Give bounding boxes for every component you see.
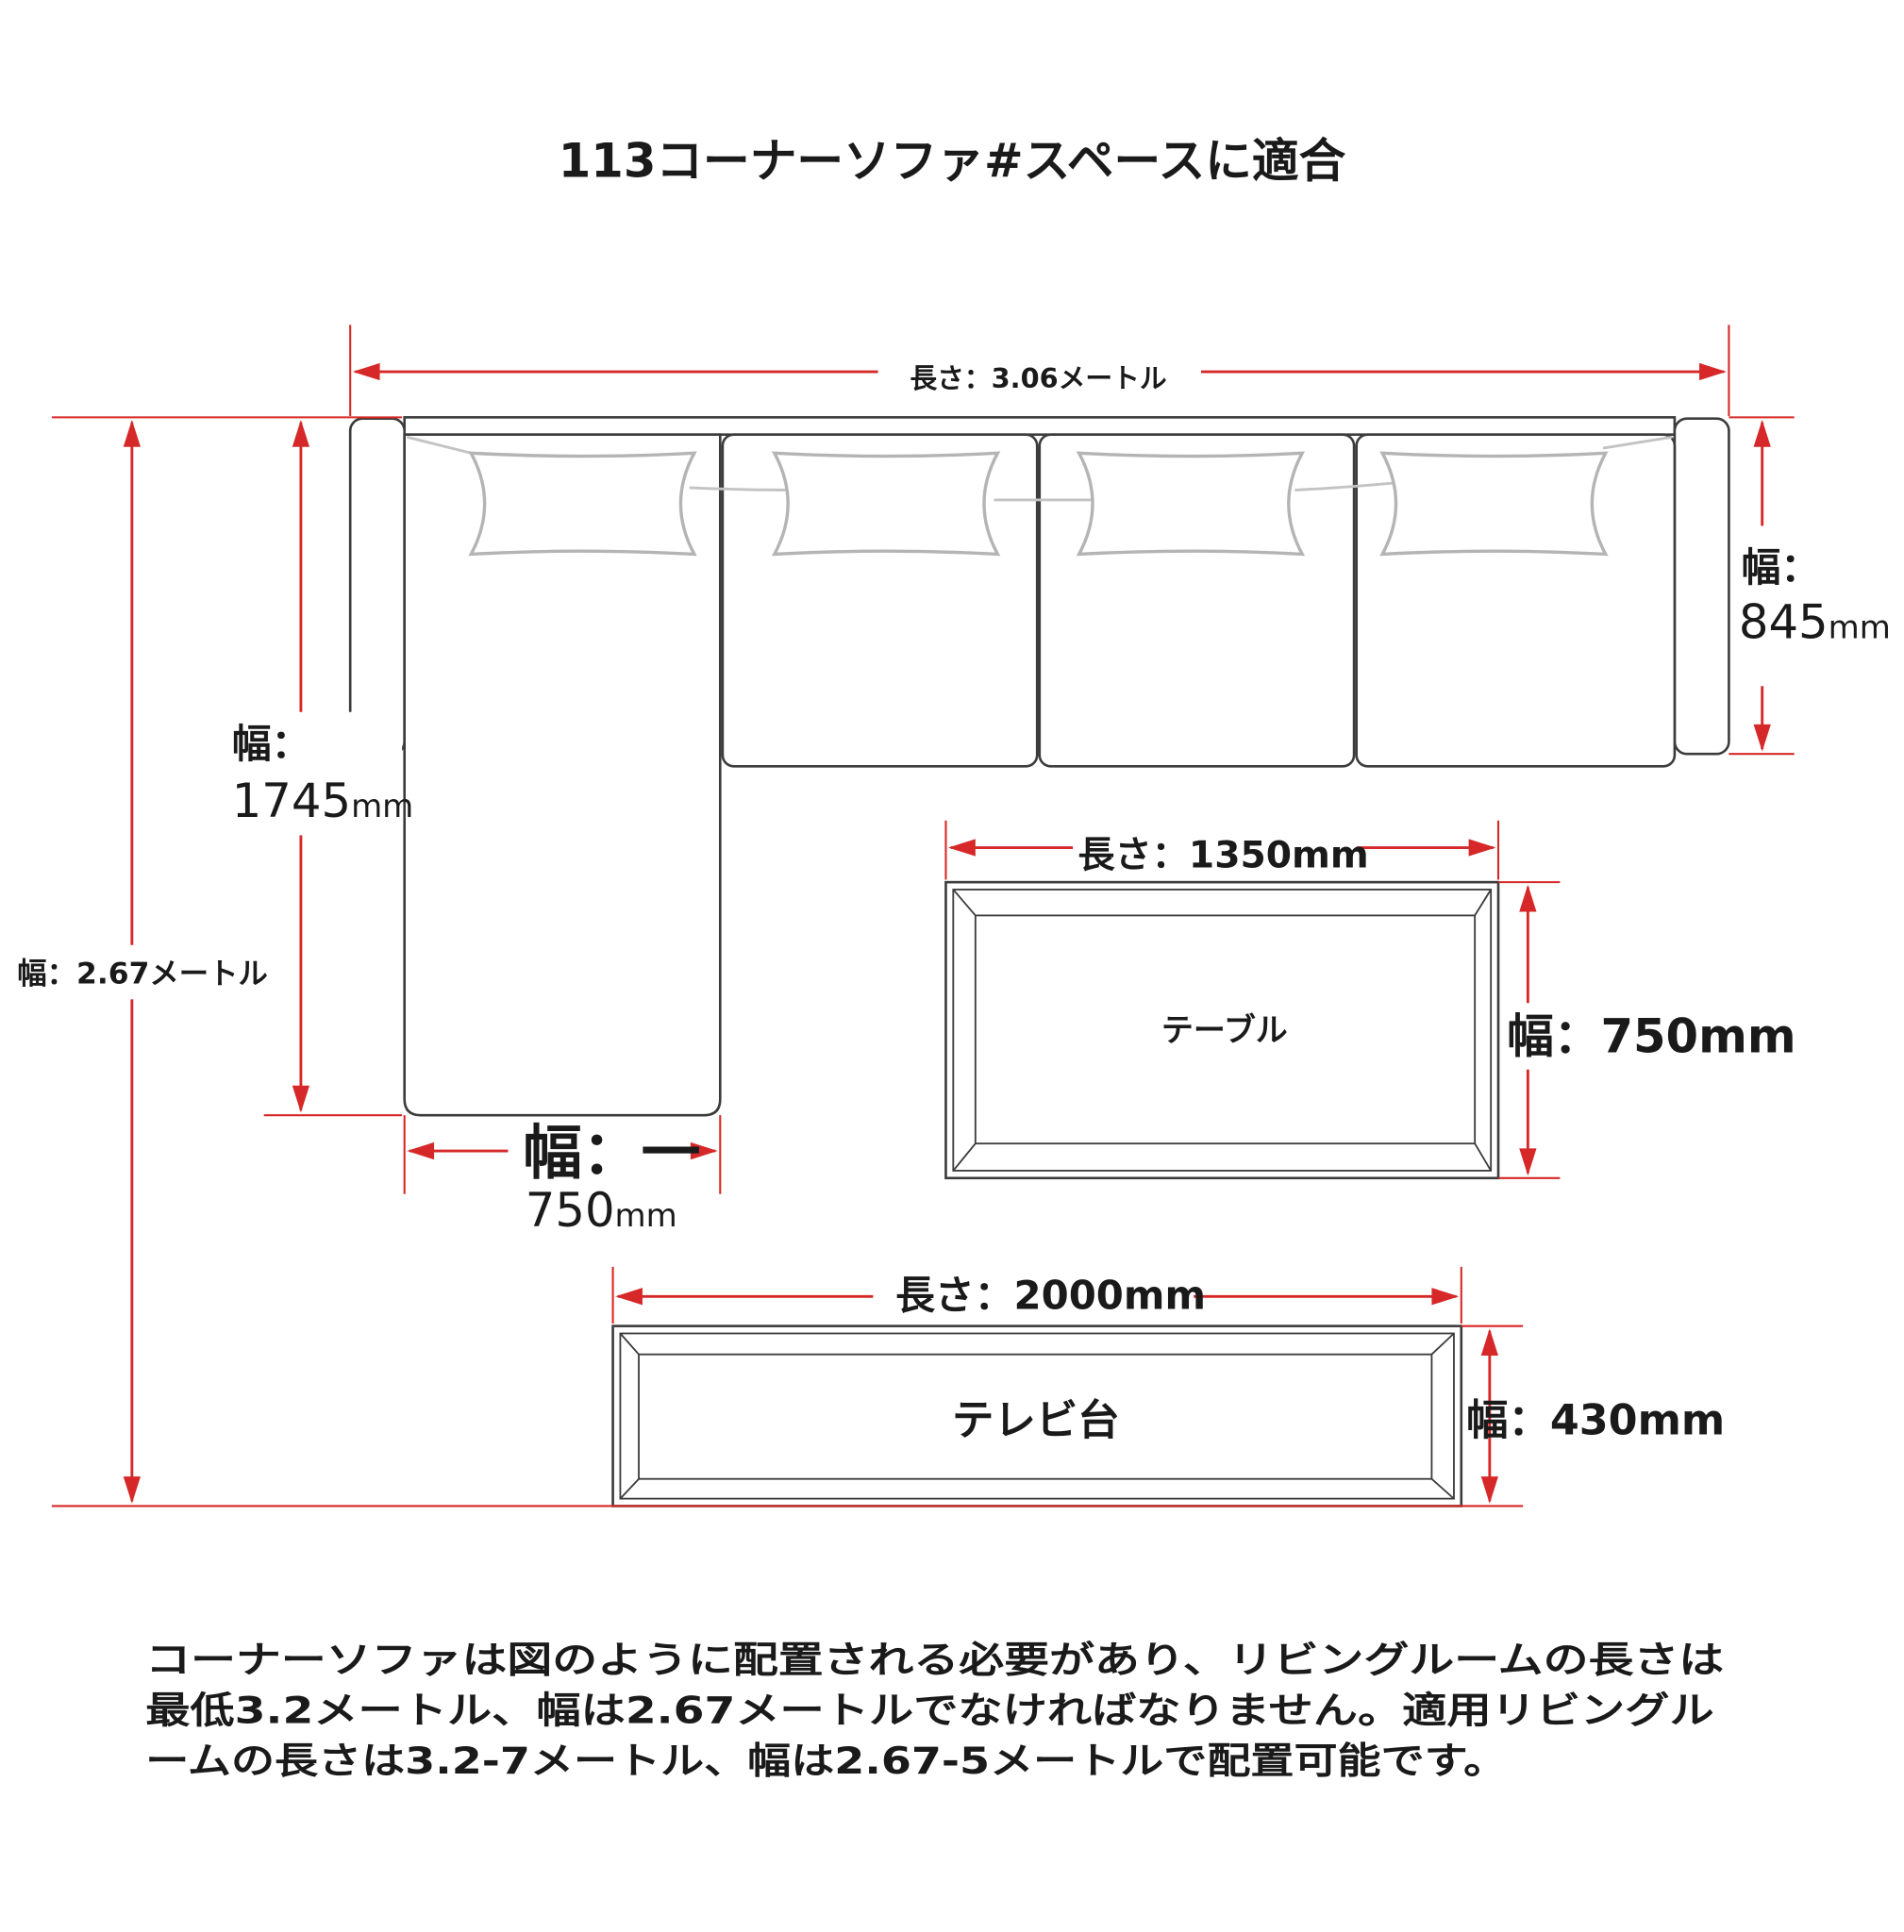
description-line-1: コーナーソファは図のように配置される必要があり、リビングルームの長さは xyxy=(145,1640,1724,1682)
chaise-width-label-line1: 幅：一 xyxy=(523,1119,700,1188)
tv-stand-name: テレビ台 xyxy=(952,1397,1120,1445)
tv-stand-top-panel xyxy=(638,1353,1433,1480)
back-pillow-1 xyxy=(468,451,697,557)
chaise-length-label-value: 1745mm xyxy=(232,774,414,828)
tv-stand: テレビ台 xyxy=(611,1324,1463,1507)
sofa-chaise-seat xyxy=(403,433,722,1117)
description-line-3: ームの長さは3.2-7メートル、幅は2.67-5メートルで配置可能です。 xyxy=(145,1740,1507,1783)
back-pillow-4 xyxy=(1379,451,1609,557)
coffee-table: テーブル xyxy=(944,880,1500,1180)
chaise-length-label-line1: 幅： xyxy=(232,721,311,767)
tv-stand-outer-frame xyxy=(611,1324,1463,1507)
sofa-back-rail xyxy=(403,416,1677,436)
label-masks xyxy=(12,346,1797,1324)
sofa-length-label: 長さ：3.06メートル xyxy=(910,362,1166,394)
sofa-depth-label-line1: 幅： xyxy=(1741,544,1820,591)
tv-stand-bevel-lines xyxy=(619,1332,1455,1500)
table-width-label: 幅：750mm xyxy=(1507,1008,1795,1063)
sofa-right-arm xyxy=(1673,417,1730,756)
table-name: テーブル xyxy=(1161,1012,1288,1050)
back-pillows xyxy=(468,451,1609,557)
table-length-label: 長さ：1350mm xyxy=(1077,834,1368,876)
tv-stand-width-label: 幅：430mm xyxy=(1466,1397,1725,1445)
table-top-panel xyxy=(974,914,1477,1145)
dimension-labels: 長さ：3.06メートル 幅： 845mm 幅： 1745mm 幅：2.67メート… xyxy=(17,362,1891,1445)
chaise-width-label-value: 750mm xyxy=(526,1183,677,1238)
diagram-title: 113コーナーソファ#スペースに適合 xyxy=(559,134,1346,189)
tv-stand-frame-line xyxy=(619,1332,1455,1500)
total-width-label: 幅：2.67メートル xyxy=(17,957,268,991)
table-bevel-lines xyxy=(952,889,1492,1172)
pillow-cords xyxy=(406,435,1673,502)
table-frame-line xyxy=(952,889,1493,1172)
corner-sofa xyxy=(348,416,1730,1117)
back-pillow-2 xyxy=(771,451,1001,557)
tv-stand-length-label: 長さ：2000mm xyxy=(895,1272,1206,1318)
description-line-2: 最低3.2メートル、幅は2.67メートルでなければなりません。適用リビングル xyxy=(145,1690,1713,1732)
back-pillow-3 xyxy=(1076,451,1306,557)
description-text: コーナーソファは図のように配置される必要があり、リビングルームの長さは 最低3.… xyxy=(145,1640,1724,1783)
sofa-depth-label-value: 845mm xyxy=(1739,594,1891,649)
table-outer-frame xyxy=(944,880,1500,1180)
corner-sofa-layout-diagram: 113コーナーソファ#スペースに適合 テーブル xyxy=(12,134,1891,1783)
sofa-left-arm xyxy=(348,417,407,756)
